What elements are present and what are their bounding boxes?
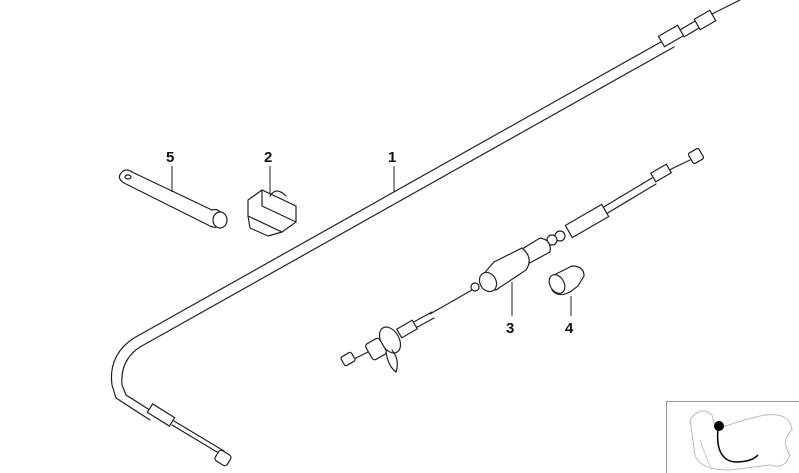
vehicle-location-thumbnail [666,401,799,473]
part-2-clip[interactable] [247,189,297,237]
part-label-4[interactable]: 4 [565,320,574,337]
part-5-strap[interactable] [118,169,228,229]
part-1-cable[interactable] [110,0,741,467]
part-4-cap[interactable] [546,265,585,296]
part-label-1[interactable]: 1 [388,149,396,166]
part-label-2[interactable]: 2 [264,149,272,166]
part-label-5[interactable]: 5 [166,149,174,166]
part-3-cable[interactable] [340,147,705,373]
part-label-3[interactable]: 3 [506,320,514,337]
